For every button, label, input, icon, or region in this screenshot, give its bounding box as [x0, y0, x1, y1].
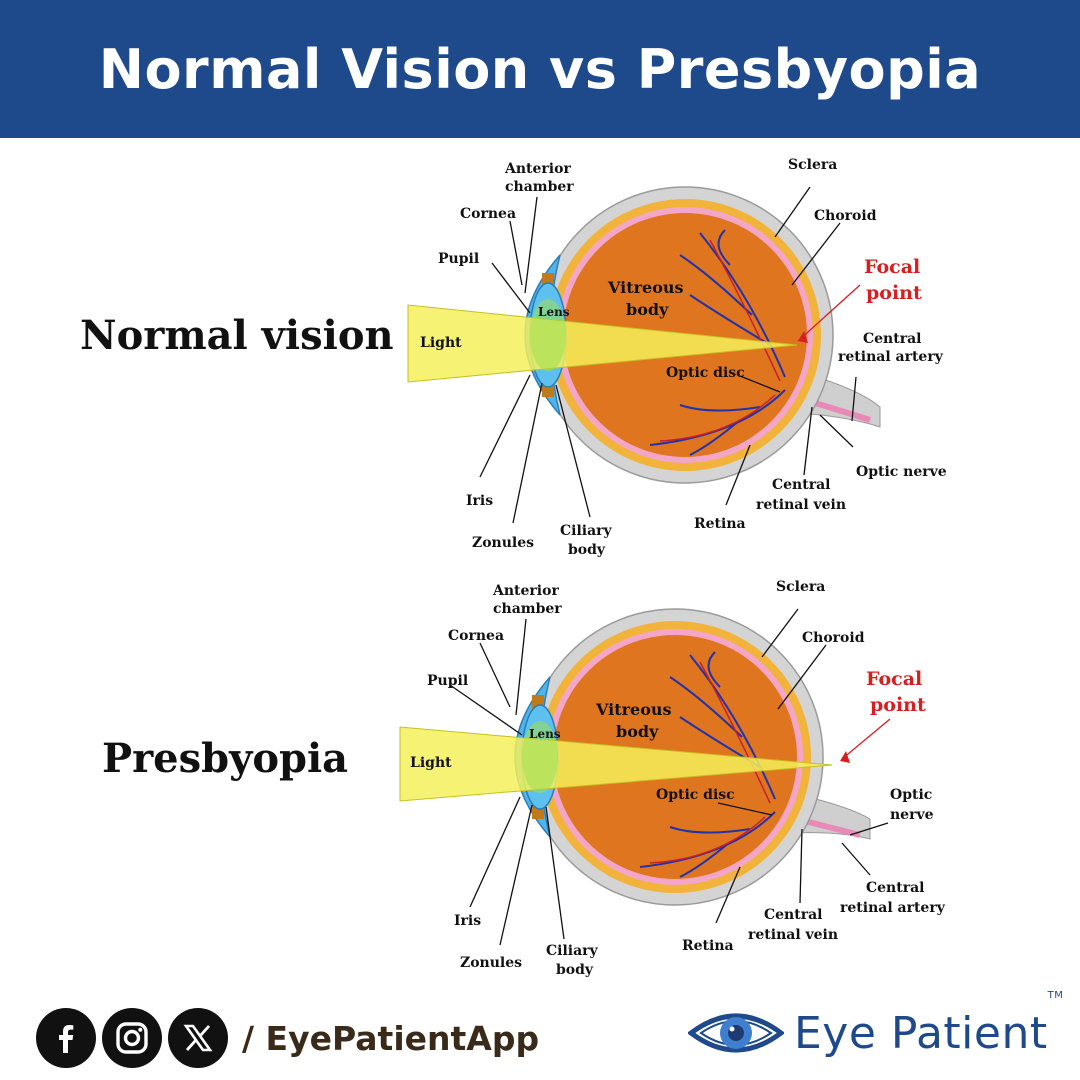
vitreous-body-label-1: Vitreous: [595, 700, 672, 719]
zonules-label: Zonules: [472, 535, 534, 551]
sclera-label: Sclera: [776, 579, 825, 595]
retina-label: Retina: [694, 516, 746, 532]
light-label: Light: [420, 335, 462, 351]
focal-point-label-2: point: [870, 694, 926, 716]
vitreous-body-label-1: Vitreous: [607, 278, 684, 297]
focal-point-label-1: Focal: [866, 668, 922, 690]
brand-name: Eye Patient TM: [794, 990, 1063, 1059]
facebook-icon[interactable]: [36, 1008, 96, 1068]
normal-vision-label: Normal vision: [80, 312, 394, 359]
lens-label: Lens: [529, 727, 561, 741]
normal-vision-eye-diagram: Anterior chamber Cornea Pupil Lens Light…: [407, 157, 947, 558]
cornea-label: Cornea: [460, 206, 516, 222]
cornea-label: Cornea: [448, 628, 504, 644]
page-title: Normal Vision vs Presbyopia: [98, 37, 982, 101]
focal-point-label-2: point: [866, 282, 922, 304]
leader-lines: [449, 608, 891, 946]
ciliary-body-label-2: body: [568, 542, 606, 558]
presbyopia-eye-diagram: Anterior chamber Cornea Pupil Lens Light…: [399, 579, 946, 978]
social-links: / EyePatientApp: [36, 1008, 539, 1068]
lens-highlight: [522, 721, 558, 793]
anterior-chamber-label-2: chamber: [493, 601, 562, 617]
anterior-chamber-label-2: chamber: [505, 179, 574, 195]
ciliary-body-label-2: body: [556, 962, 594, 978]
optic-nerve-label-2: nerve: [890, 807, 934, 823]
choroid-label: Choroid: [802, 630, 865, 646]
leader-lines: [479, 186, 861, 524]
trademark-mark: TM: [1047, 989, 1064, 1001]
ciliary-body-label-1: Ciliary: [560, 523, 613, 539]
instagram-icon[interactable]: [102, 1008, 162, 1068]
central-retinal-vein-label-1: Central: [772, 477, 830, 493]
central-retinal-vein-label-1: Central: [764, 907, 822, 923]
anterior-chamber-label-1: Anterior: [492, 583, 559, 599]
lens-label: Lens: [538, 305, 570, 319]
ciliary-body-label-1: Ciliary: [546, 943, 599, 959]
pupil-label: Pupil: [438, 251, 479, 267]
choroid-label: Choroid: [814, 208, 877, 224]
optic-nerve-label: Optic nerve: [856, 464, 947, 480]
central-retinal-artery-label-1: Central: [863, 331, 921, 347]
focal-point-label-1: Focal: [864, 256, 920, 278]
x-icon[interactable]: [168, 1008, 228, 1068]
central-retinal-vein-label-2: retinal vein: [756, 497, 846, 513]
light-beam: [407, 304, 798, 383]
presbyopia-label: Presbyopia: [102, 735, 349, 782]
focal-arrow-head: [798, 331, 808, 343]
lens-highlight: [530, 299, 566, 371]
central-retinal-artery-label-2: retinal artery: [840, 900, 946, 916]
brand-text: Eye Patient: [794, 1007, 1048, 1059]
vitreous-body-label-2: body: [616, 722, 659, 741]
optic-disc-label: Optic disc: [656, 787, 735, 803]
eye-logo-icon: [688, 1013, 784, 1053]
social-handle[interactable]: / EyePatientApp: [242, 1018, 540, 1058]
iris-label: Iris: [466, 493, 493, 509]
central-retinal-artery-label-1: Central: [866, 880, 924, 896]
zonules-label: Zonules: [460, 955, 522, 971]
retina-label: Retina: [682, 938, 734, 954]
central-retinal-artery-label-2: retinal artery: [838, 349, 944, 365]
central-retinal-vein-label-2: retinal vein: [748, 927, 838, 943]
eye-patient-logo: Eye Patient TM: [688, 990, 1063, 1061]
optic-nerve-label-1: Optic: [890, 787, 932, 803]
retinal-vessels: [649, 229, 786, 456]
pupil-label: Pupil: [427, 673, 468, 689]
iris-label: Iris: [454, 913, 481, 929]
optic-disc-label: Optic disc: [666, 365, 745, 381]
focal-arrow-head: [840, 751, 850, 763]
sclera-label: Sclera: [788, 157, 837, 173]
light-beam: [399, 726, 833, 802]
light-label: Light: [410, 755, 452, 771]
title-banner: Normal Vision vs Presbyopia: [0, 0, 1080, 138]
anterior-chamber-label-1: Anterior: [504, 161, 571, 177]
vitreous-body-label-2: body: [626, 300, 669, 319]
